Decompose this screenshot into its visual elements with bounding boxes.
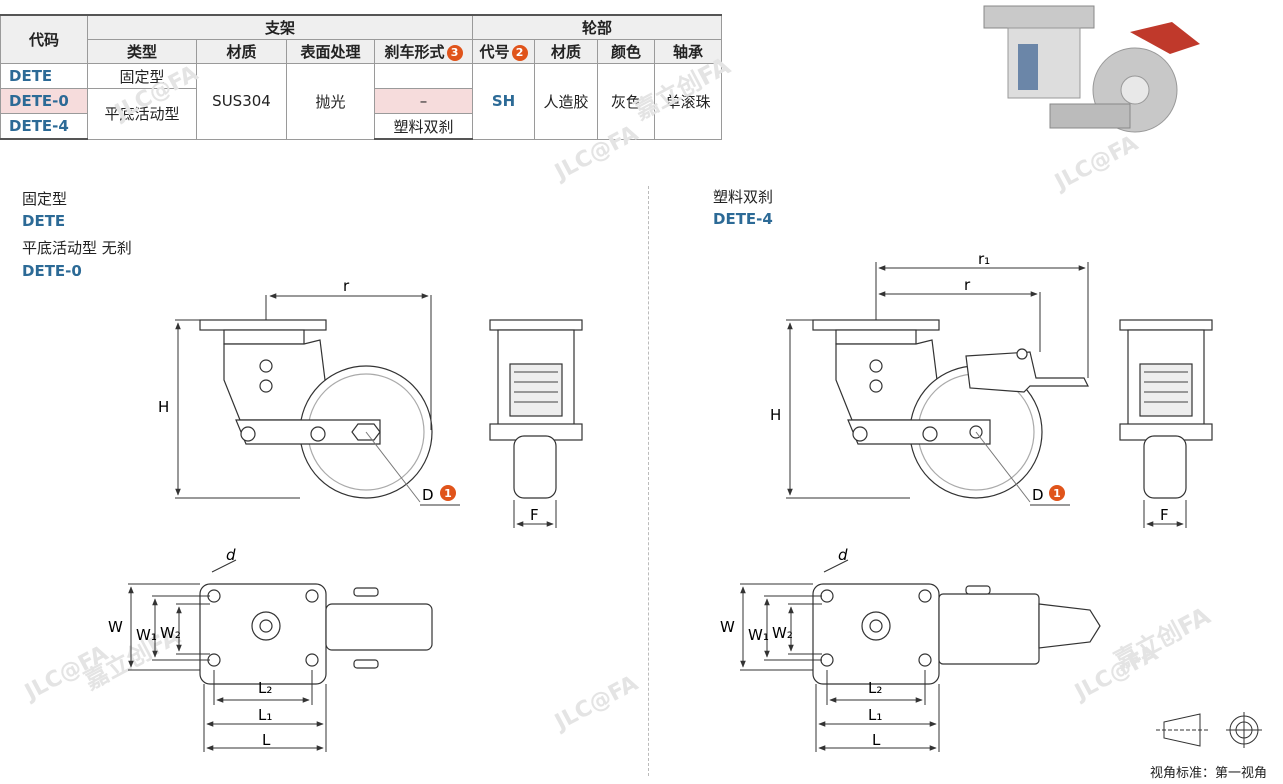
header-surface: 表面处理 bbox=[286, 39, 375, 64]
fixed-code: DETE bbox=[22, 212, 66, 230]
dim-L: L bbox=[262, 731, 271, 749]
dim-H: H bbox=[158, 398, 169, 416]
dim-L1: L₁ bbox=[868, 706, 882, 724]
watermark-cn: 嘉立创FA bbox=[1110, 601, 1216, 675]
row-brake: 塑料双刹 bbox=[373, 113, 474, 140]
dim-D: D bbox=[1032, 486, 1044, 504]
dim-L1: L₁ bbox=[258, 706, 272, 724]
right-side-view bbox=[812, 319, 1089, 499]
watermark-brand: JLC@FA bbox=[109, 61, 202, 126]
dim-D: D bbox=[422, 486, 434, 504]
dim-r: r bbox=[343, 277, 350, 295]
dim-d: d bbox=[226, 546, 236, 564]
header-bearing: 轴承 bbox=[654, 39, 723, 64]
dim-H: H bbox=[770, 406, 781, 424]
product-photo bbox=[983, 5, 1200, 133]
watermark-cn: 嘉立创FA bbox=[630, 51, 736, 125]
cell-bearing: 单滚珠 bbox=[654, 63, 723, 140]
dim-L2: L₂ bbox=[868, 679, 882, 697]
right-front-view bbox=[1119, 319, 1213, 499]
dim-F: F bbox=[530, 506, 539, 524]
divider bbox=[648, 186, 649, 776]
dim-r: r bbox=[964, 276, 971, 294]
watermark-brand: JLC@FA bbox=[549, 671, 642, 736]
swivel-code: DETE-0 bbox=[22, 262, 82, 280]
dim-W2: W₂ bbox=[772, 624, 793, 642]
header-material: 材质 bbox=[196, 39, 287, 64]
cell-surface: 抛光 bbox=[286, 63, 375, 140]
dim-W1: W₁ bbox=[136, 626, 157, 644]
left-front-view bbox=[489, 319, 583, 499]
badge-1: 1 bbox=[444, 487, 452, 500]
right-top-view bbox=[812, 583, 1101, 685]
fixed-label: 固定型 bbox=[22, 190, 68, 208]
projection-standard: 视角标准：第一视角 bbox=[1150, 766, 1268, 781]
dim-W1: W₁ bbox=[748, 626, 769, 644]
brake-label: 塑料双刹 bbox=[713, 188, 774, 206]
cell-material: SUS304 bbox=[196, 63, 287, 140]
left-side-view bbox=[199, 319, 433, 499]
badge-1: 1 bbox=[1053, 487, 1061, 500]
badge-3: 3 bbox=[446, 45, 463, 61]
watermark-brand: JLC@FA bbox=[1049, 131, 1142, 196]
dim-W: W bbox=[108, 618, 123, 636]
row-code: DETE-0 bbox=[0, 88, 88, 114]
dim-L2: L₂ bbox=[258, 679, 272, 697]
badge-2: 2 bbox=[511, 45, 528, 61]
dim-F: F bbox=[1160, 506, 1169, 524]
dim-r1: r₁ bbox=[978, 250, 990, 268]
cell-color: 灰色 bbox=[597, 63, 656, 140]
dim-L: L bbox=[872, 731, 881, 749]
watermark-brand: JLC@FA bbox=[549, 121, 642, 186]
dim-W: W bbox=[720, 618, 735, 636]
header-wheel-material: 材质 bbox=[534, 39, 599, 64]
row-brake: – bbox=[373, 88, 474, 114]
row-code: DETE-4 bbox=[0, 113, 88, 140]
dim-W2: W₂ bbox=[160, 624, 181, 642]
cell-type-swivel: 平底活动型 bbox=[87, 88, 197, 140]
header-code: 代码 bbox=[0, 14, 88, 64]
row-code: DETE bbox=[0, 63, 88, 89]
projection-symbol bbox=[1156, 712, 1262, 748]
brake-code: DETE-4 bbox=[713, 210, 773, 228]
header-color: 颜色 bbox=[597, 39, 656, 64]
left-top-view bbox=[199, 583, 433, 685]
cell-wheel-code: SH bbox=[472, 63, 536, 140]
dim-d: d bbox=[838, 546, 848, 564]
header-type: 类型 bbox=[87, 39, 197, 64]
swivel-label: 平底活动型 无刹 bbox=[22, 239, 132, 257]
